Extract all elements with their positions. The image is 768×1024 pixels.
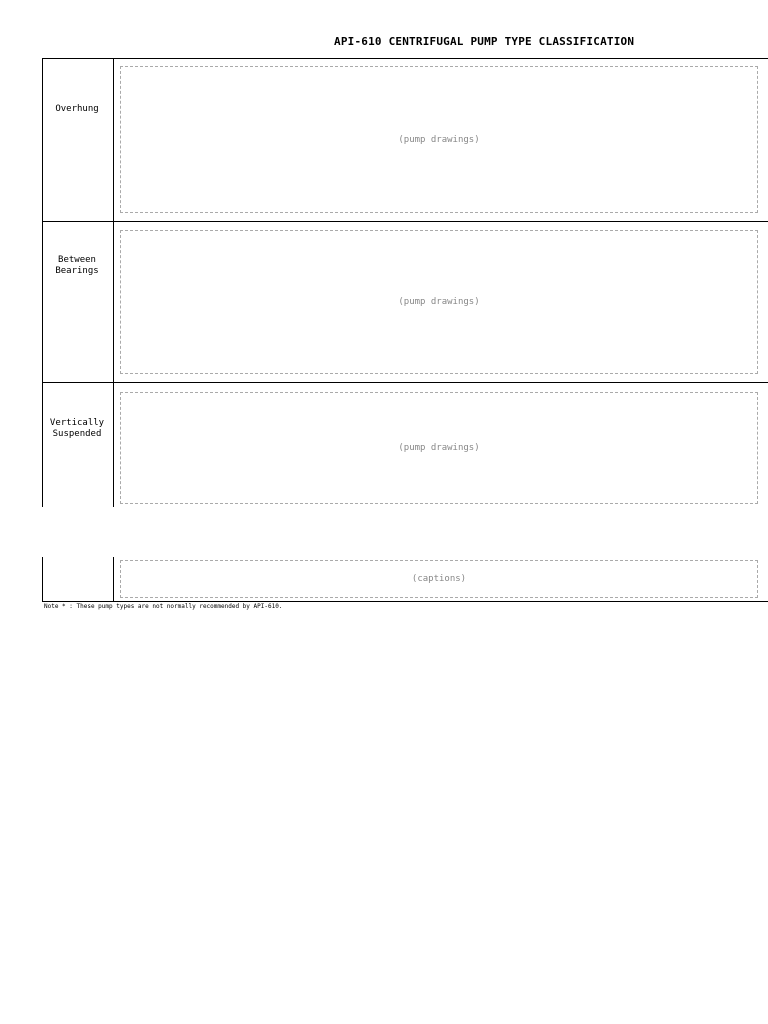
- category-label-between-bearings: Between Bearings: [55, 255, 99, 276]
- row-divider: [42, 382, 768, 383]
- footnote: Note * : These pump types are not normal…: [44, 603, 283, 610]
- category-column: [42, 557, 114, 601]
- row-divider: [42, 601, 768, 602]
- between-bearings-pumps-placeholder: (pump drawings): [120, 230, 758, 374]
- vs-captions-placeholder: (captions): [120, 560, 758, 598]
- category-column: [42, 58, 114, 507]
- category-label-overhung: Overhung: [55, 104, 99, 114]
- overhung-pumps-placeholder: (pump drawings): [120, 66, 758, 213]
- row-divider: [42, 58, 768, 59]
- category-label-vertically-suspended: Vertically Suspended: [49, 418, 105, 439]
- row-divider: [42, 221, 768, 222]
- vertically-suspended-pumps-placeholder: (pump drawings): [120, 392, 758, 504]
- page-gap: [112, 507, 768, 557]
- document-title: API-610 CENTRIFUGAL PUMP TYPE CLASSIFICA…: [334, 35, 635, 48]
